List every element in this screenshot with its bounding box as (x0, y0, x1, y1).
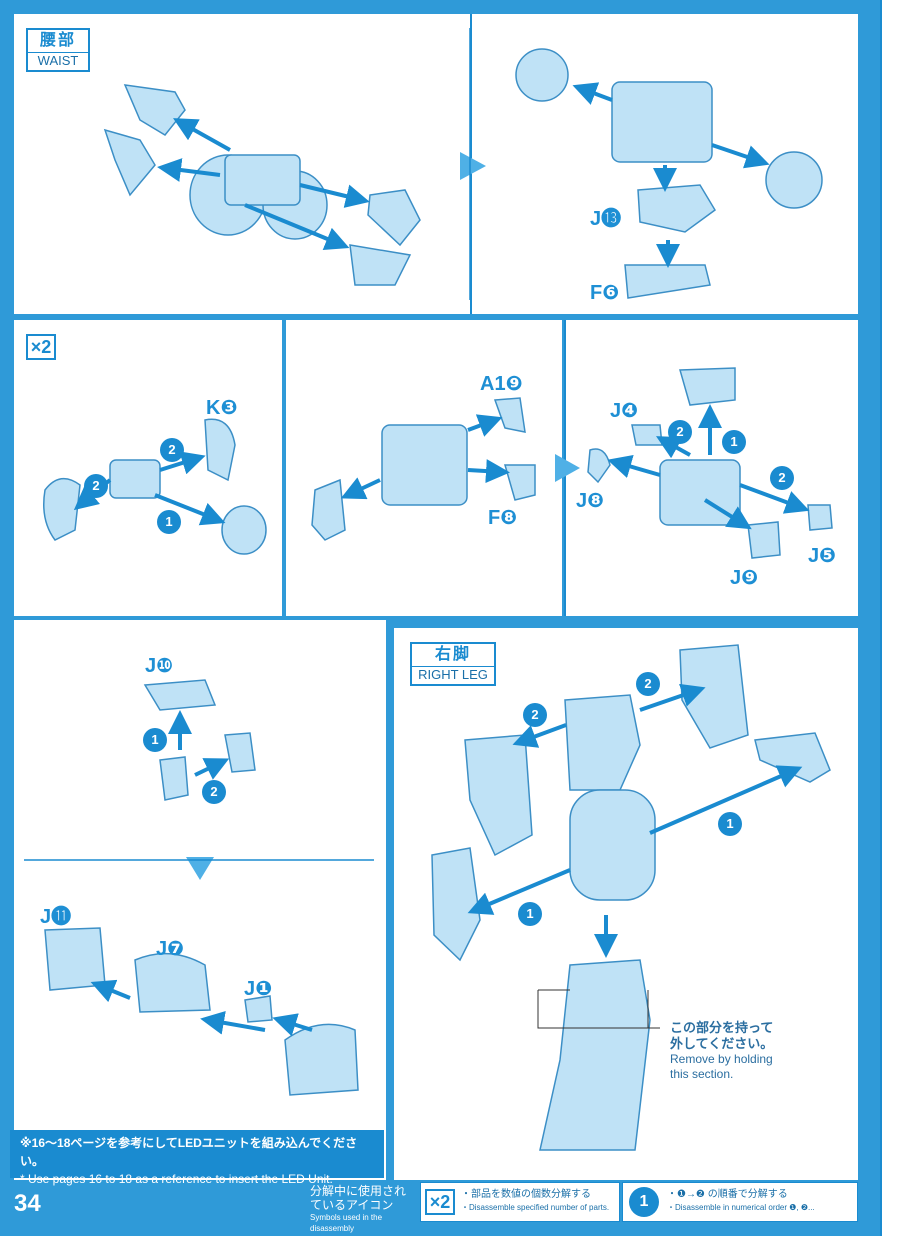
step-arrow-waist (460, 152, 486, 180)
part-big-joint (284, 1023, 359, 1096)
step-badge-two-x2b: 2 (84, 474, 108, 498)
waist-header-en: WAIST (28, 52, 88, 69)
label-k3: K❸ (206, 397, 238, 419)
legend-title: 分解中に使用され ているアイコン Symbols used in the dis… (310, 1184, 416, 1234)
waist-part-j13 (637, 184, 716, 233)
hold-note-en-1: Remove by holding (670, 1052, 773, 1066)
leg-armor-left (464, 734, 533, 857)
part-j9 (747, 521, 781, 559)
part-j1 (244, 995, 273, 1023)
label-j5: J❺ (808, 545, 837, 567)
right-leg-header-jp: 右脚 (434, 646, 471, 663)
step-badge-two-leg-left: 2 (523, 703, 547, 727)
panel-edge-strip (880, 0, 912, 1236)
leg-armor-lower-left (431, 847, 481, 962)
part-j8 (587, 448, 611, 484)
label-j8: J❽ (576, 490, 605, 512)
step-badge-two-j10: 2 (202, 780, 226, 804)
label-j9: J❾ (730, 567, 759, 589)
label-j10: J❿ (145, 655, 174, 677)
hold-note-jp-1: この部分を持って (670, 1020, 774, 1035)
right-leg-header-en: RIGHT LEG (412, 666, 494, 683)
hold-bracket (537, 990, 660, 1029)
legend-order-text: ・❶→❷ の順番で分解する ・Disassemble in numerical … (667, 1188, 815, 1214)
right-leg-header: 右脚 RIGHT LEG (410, 642, 496, 686)
label-j7: J❼ (156, 938, 185, 960)
legend-x2: ×2 ・部品を数値の個数分解する ・Disassemble specified … (420, 1182, 620, 1222)
step-badge-two-j4: 2 (668, 420, 692, 444)
leg-lower (539, 959, 651, 1151)
legend-title-jp-2: ているアイコン (310, 1198, 394, 1212)
legend-title-en: Symbols used in the disassembly (310, 1213, 383, 1233)
step-badge-one-j10: 1 (143, 728, 167, 752)
step-badge-two-x2a: 2 (160, 438, 184, 462)
waist-core-2 (611, 81, 713, 163)
part-k3 (204, 418, 236, 482)
label-f8: F❽ (488, 507, 518, 529)
leg-upper (564, 694, 641, 791)
legend-order-badge: 1 (629, 1187, 659, 1217)
waist-part-right-upper (367, 189, 421, 247)
step-badge-one-top: 1 (722, 430, 746, 454)
multiplier-badge: ×2 (26, 334, 56, 360)
waist-header-jp: 腰部 (39, 32, 76, 49)
step-badge-one-leg-right: 1 (718, 812, 742, 836)
page-number: 34 (14, 1190, 41, 1217)
part-left-plate (311, 478, 346, 541)
waist-ball-right (765, 151, 823, 209)
step-badge-two-j5: 2 (770, 466, 794, 490)
hold-note-jp-2: 外してください。 (670, 1036, 774, 1051)
step-arrow-middle (555, 454, 580, 482)
waist-part-upper-left (123, 84, 186, 136)
part-cap-right (221, 505, 267, 555)
waist-part-right-lower (349, 244, 412, 286)
led-note-jp: ※16〜18ページを参考にしてLEDユニットを組み込んでください。 (20, 1136, 358, 1168)
label-f6: F❻ (590, 282, 620, 304)
part-j5 (807, 504, 833, 531)
legend-order: 1 ・❶→❷ の順番で分解する ・Disassemble in numerica… (622, 1182, 858, 1222)
leg-knee (569, 789, 656, 901)
part-joint-center (109, 459, 161, 499)
middle-core (381, 424, 468, 506)
label-j1: J❶ (244, 978, 273, 1000)
step-badge-two-leg-right: 2 (636, 672, 660, 696)
step-arrow-lower (186, 857, 214, 880)
waist-part-f6 (624, 264, 711, 299)
step-badge-one-x2: 1 (157, 510, 181, 534)
label-j13: J⓭ (590, 208, 622, 230)
legend-order-jp: ・❶→❷ の順番で分解する (667, 1189, 788, 1200)
part-small-right (224, 732, 256, 773)
waist-part-left (103, 128, 156, 197)
part-f8 (504, 464, 536, 501)
leg-armor-right (679, 644, 749, 749)
label-a19: A1❾ (480, 373, 523, 395)
part-j10 (143, 679, 217, 711)
part-a19 (493, 397, 526, 433)
leg-part-far-right (754, 732, 831, 783)
legend-x2-en: ・Disassemble specified number of parts. (461, 1203, 610, 1212)
legend-x2-text: ・部品を数値の個数分解する ・Disassemble specified num… (461, 1188, 609, 1214)
step-badge-one-leg-left: 1 (518, 902, 542, 926)
part-j11 (44, 927, 106, 991)
legend-x2-badge: ×2 (425, 1189, 455, 1215)
hold-note: この部分を持って 外してください。 Remove by holding this… (670, 1020, 773, 1082)
part-j7 (134, 952, 211, 1013)
waist-core-body (224, 154, 301, 206)
waist-ball-left (515, 48, 569, 102)
hold-note-en-2: this section. (670, 1067, 734, 1081)
part-small-left (159, 756, 189, 801)
part-ball-left (43, 477, 81, 541)
led-note: ※16〜18ページを参考にしてLEDユニットを組み込んでください。 * Use … (10, 1130, 384, 1186)
legend-order-en: ・Disassemble in numerical order ❶, ❷... (667, 1203, 815, 1212)
part-top (679, 367, 736, 406)
part-j4 (631, 424, 663, 446)
legend-x2-jp: ・部品を数値の個数分解する (461, 1189, 591, 1200)
legend-title-jp-1: 分解中に使用され (310, 1184, 407, 1198)
waist-header: 腰部 WAIST (26, 28, 90, 72)
label-j4: J❹ (610, 400, 639, 422)
led-note-en: * Use pages 16 to 18 as a reference to i… (20, 1172, 333, 1186)
label-j11: J⓫ (40, 906, 72, 928)
